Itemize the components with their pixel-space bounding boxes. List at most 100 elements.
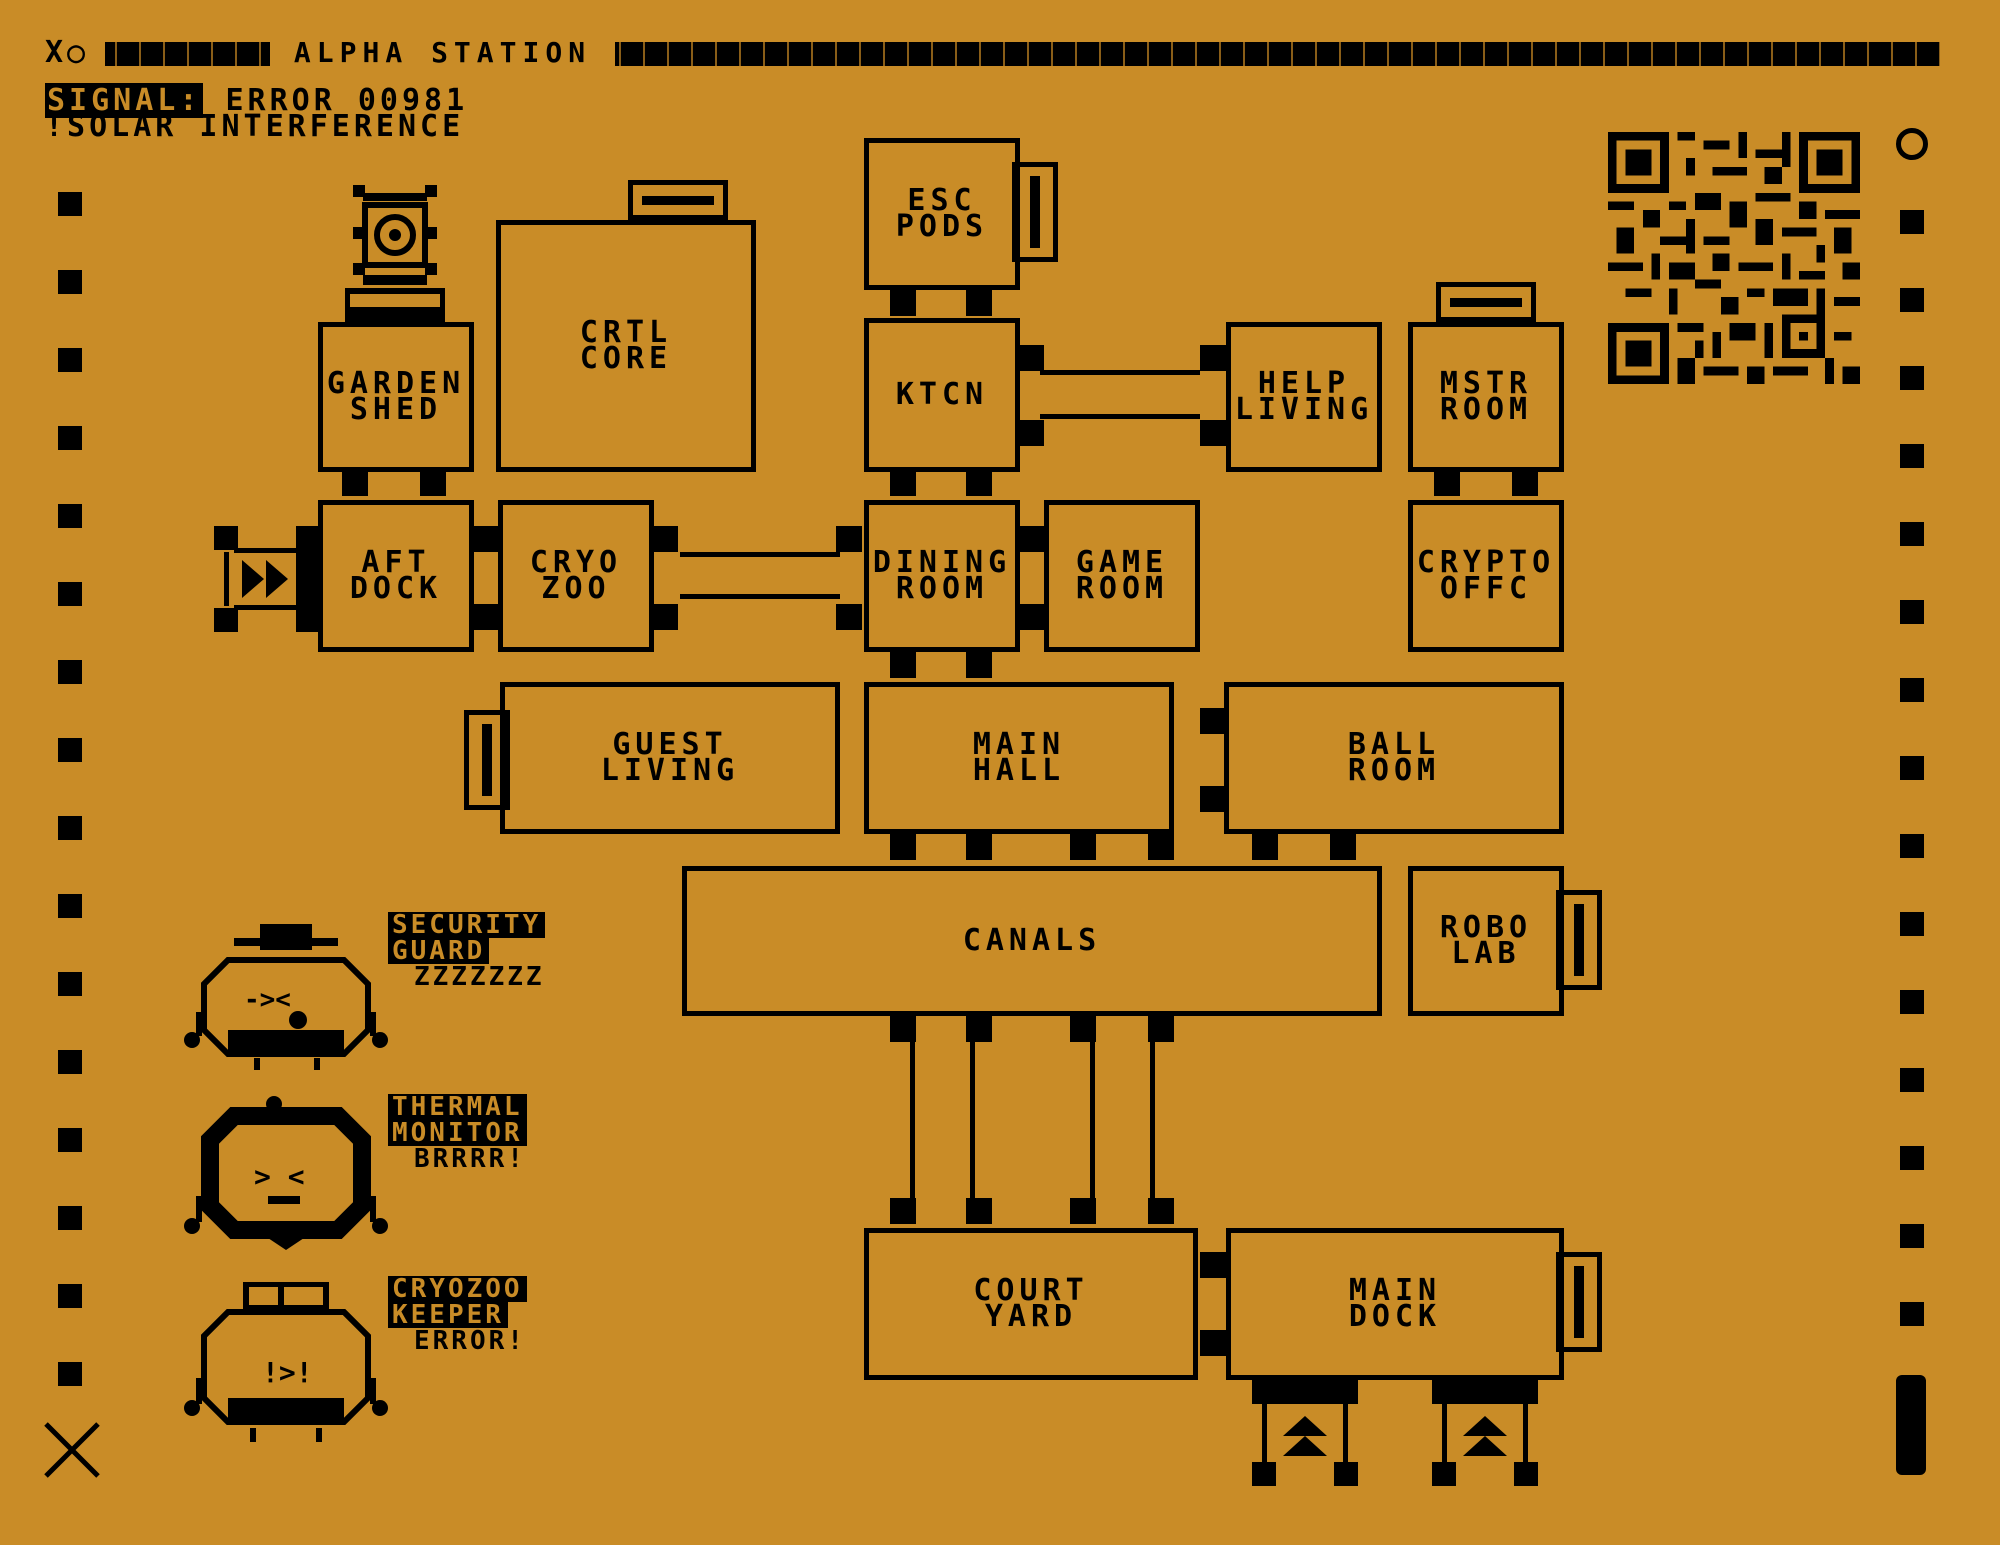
side-dot xyxy=(58,816,82,840)
scroll-dot[interactable] xyxy=(1900,834,1924,858)
signal-label: SIGNAL: xyxy=(45,83,204,118)
door xyxy=(966,290,992,316)
scroll-dot[interactable] xyxy=(1900,912,1924,936)
door xyxy=(890,290,916,316)
scroll-dot[interactable] xyxy=(1900,1302,1924,1326)
room-crypto-offc[interactable]: CRYPTO OFFC xyxy=(1408,500,1564,652)
scroll-dot[interactable] xyxy=(1900,1224,1924,1248)
scroll-dot[interactable] xyxy=(1900,444,1924,468)
scroll-dot[interactable] xyxy=(1900,678,1924,702)
door xyxy=(1512,470,1538,496)
room-ball-room[interactable]: BALL ROOM xyxy=(1224,682,1564,834)
character-label: CRYOZOO KEEPER ERROR! xyxy=(388,1276,527,1354)
room-cryo-zoo[interactable]: CRYO ZOO xyxy=(498,500,654,652)
room-main-hall[interactable]: MAIN HALL xyxy=(864,682,1174,834)
fast-forward-icon[interactable] xyxy=(214,526,320,632)
room-aft-dock[interactable]: AFT DOCK xyxy=(318,500,474,652)
door xyxy=(1070,1198,1096,1224)
room-dining-room[interactable]: DINING ROOM xyxy=(864,500,1020,652)
door xyxy=(1070,1016,1096,1042)
door xyxy=(1252,834,1278,860)
scroll-dot[interactable] xyxy=(1900,210,1924,234)
door xyxy=(966,834,992,860)
door xyxy=(1018,420,1044,446)
room-esc-pods[interactable]: ESC PODS xyxy=(864,138,1020,290)
side-dot xyxy=(58,348,82,372)
qr-code-icon xyxy=(1608,132,1860,384)
room-ktcn[interactable]: KTCN xyxy=(864,318,1020,472)
door xyxy=(1070,834,1096,860)
door xyxy=(1148,1016,1174,1042)
side-dot xyxy=(58,192,82,216)
side-dot xyxy=(58,972,82,996)
room-help-living[interactable]: HELP LIVING xyxy=(1226,322,1382,472)
side-dot xyxy=(58,1284,82,1308)
door xyxy=(890,834,916,860)
corridor xyxy=(910,1014,915,1204)
corridor xyxy=(1150,1014,1155,1204)
corridor xyxy=(970,1014,975,1204)
scroll-dot[interactable] xyxy=(1900,1146,1924,1170)
door xyxy=(342,470,368,496)
up-arrow-entrance-icon[interactable] xyxy=(1252,1380,1358,1486)
close-icon[interactable] xyxy=(42,1420,102,1480)
svg-text:!>!: !>! xyxy=(262,1356,313,1389)
door xyxy=(1434,470,1460,496)
side-dot xyxy=(58,504,82,528)
door xyxy=(1148,834,1174,860)
door xyxy=(890,1198,916,1224)
room-court-yard[interactable]: COURT YARD xyxy=(864,1228,1198,1380)
door xyxy=(966,1016,992,1042)
room-garden-shed[interactable]: GARDEN SHED xyxy=(318,322,474,472)
cryozoo-keeper-sprite: !>! xyxy=(184,1282,388,1442)
door xyxy=(1200,786,1226,812)
signal-message: !SOLAR INTERFERENCE xyxy=(45,109,465,144)
door xyxy=(966,652,992,678)
close-small-icon[interactable]: X○ xyxy=(45,38,105,68)
signal-value: ERROR 00981 xyxy=(225,83,469,118)
scroll-dot[interactable] xyxy=(1900,366,1924,390)
door xyxy=(472,604,498,630)
side-dot xyxy=(58,582,82,606)
door xyxy=(1200,345,1226,371)
door xyxy=(966,1198,992,1224)
scroll-dot[interactable] xyxy=(1900,990,1924,1014)
ring-button-icon[interactable] xyxy=(1896,128,1928,160)
character-label: SECURITY GUARD ZZZZZZZ xyxy=(388,912,546,990)
side-dot xyxy=(58,1206,82,1230)
room-crtl-core[interactable]: CRTL CORE xyxy=(496,220,756,472)
security-guard-sprite: ->< xyxy=(184,924,388,1070)
svg-text:-><: ->< xyxy=(244,985,291,1015)
room-main-dock[interactable]: MAIN DOCK xyxy=(1226,1228,1564,1380)
corridor xyxy=(1040,414,1200,419)
scroll-dot[interactable] xyxy=(1900,522,1924,546)
up-arrow-entrance-icon[interactable] xyxy=(1432,1380,1538,1486)
room-robo-lab[interactable]: ROBO LAB xyxy=(1408,866,1564,1016)
signal-status: SIGNAL: ERROR 00981 xyxy=(45,83,469,118)
door xyxy=(1200,1252,1226,1278)
room-game-room[interactable]: GAME ROOM xyxy=(1044,500,1200,652)
room-canals[interactable]: CANALS xyxy=(682,866,1382,1016)
corridor xyxy=(680,552,840,557)
antenna-robot-icon xyxy=(345,185,445,323)
door xyxy=(652,604,678,630)
door xyxy=(1200,420,1226,446)
scroll-dot[interactable] xyxy=(1900,600,1924,624)
scrollbar-thumb[interactable] xyxy=(1896,1375,1926,1475)
corridor xyxy=(1040,370,1200,375)
svg-text:> <: > < xyxy=(254,1160,305,1193)
door xyxy=(890,1016,916,1042)
room-mstr-room[interactable]: MSTR ROOM xyxy=(1408,322,1564,472)
scroll-dot[interactable] xyxy=(1900,1068,1924,1092)
side-dot xyxy=(58,270,82,294)
scroll-dot[interactable] xyxy=(1900,288,1924,312)
character-label: THERMAL MONITOR BRRRR! xyxy=(388,1094,527,1172)
side-dot xyxy=(58,1362,82,1386)
room-guest-living[interactable]: GUEST LIVING xyxy=(500,682,840,834)
side-dot xyxy=(58,1128,82,1152)
scroll-dot[interactable] xyxy=(1900,756,1924,780)
door xyxy=(890,652,916,678)
side-dot xyxy=(58,894,82,918)
door xyxy=(472,526,498,552)
door xyxy=(1200,708,1226,734)
